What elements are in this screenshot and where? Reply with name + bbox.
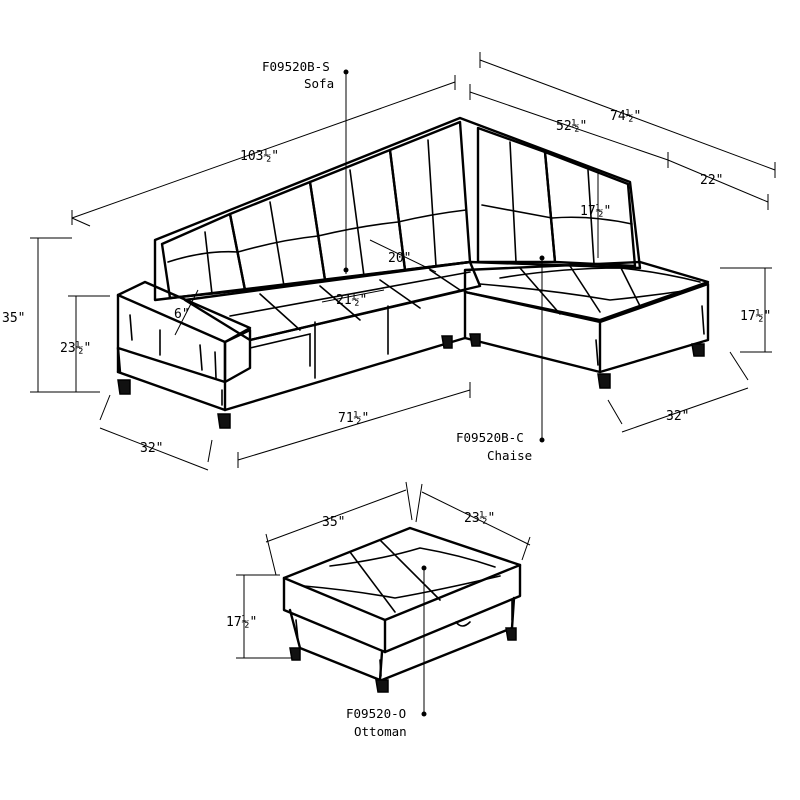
dim-total-length: 74½" (610, 109, 641, 124)
chaise-name-label: Chaise (487, 448, 532, 463)
dim-ottoman-length: 35" (322, 515, 345, 530)
chaise-code-label: F09520B-C (456, 430, 524, 445)
ottoman-drawing (282, 526, 522, 693)
ottoman-name-label: Ottoman (354, 724, 407, 739)
dim-chaise-width: 22" (700, 173, 723, 188)
sofa-name-label: Sofa (304, 76, 334, 91)
dim-chaise-depth: 32" (666, 409, 689, 424)
ottoman-code-label: F09520-O (346, 706, 406, 721)
dim-seat-height-inner: 21½" (336, 293, 367, 308)
sofa-drawing (116, 116, 710, 429)
dim-seat-height: 23½" (60, 341, 91, 356)
dimension-lines (30, 52, 776, 717)
sofa-code-label: F09520B-S (262, 59, 330, 74)
dim-sofa-height: 35" (2, 311, 25, 326)
dim-ottoman-height: 17½" (226, 615, 257, 630)
dim-chaise-height: 17½" (740, 309, 771, 324)
dim-ottoman-width: 23½" (464, 511, 495, 526)
dim-seat-length: 71½" (338, 411, 369, 426)
dim-sofa-depth: 32" (140, 441, 163, 456)
dim-arm-width: 6" (174, 307, 190, 322)
dim-sofa-length: 103½" (240, 149, 279, 164)
dim-back-height: 17½" (580, 204, 611, 219)
dim-chaise-back-length: 52½" (556, 119, 587, 134)
dim-seat-depth: 20" (388, 251, 411, 266)
